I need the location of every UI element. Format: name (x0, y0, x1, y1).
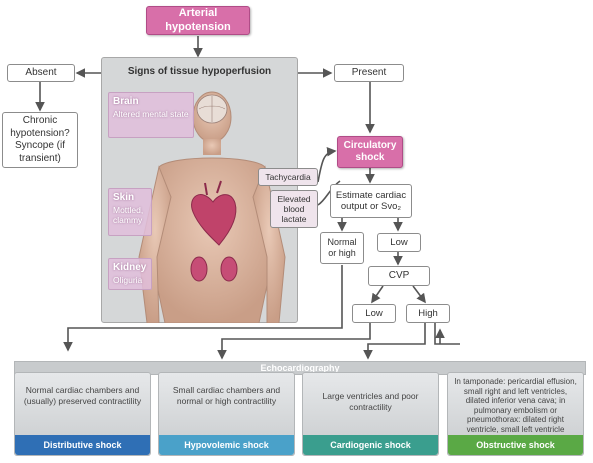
hypovolemic-label: Hypovolemic shock (159, 435, 294, 455)
right-kidney (220, 256, 238, 282)
brain-name: Brain (113, 96, 139, 107)
arrow-to-hypovolemic (217, 323, 371, 360)
cardiogenic-desc: Large ventricles and poor contractility (322, 391, 419, 412)
cvp-high-box: High (406, 304, 450, 323)
brain-desc: Altered mental state (113, 108, 189, 119)
obstructive-desc: In tamponade: pericardial effusion, smal… (454, 377, 577, 434)
arrow-to-cardiogenic (363, 323, 426, 360)
kidney-name: Kidney (113, 262, 147, 273)
echocardiography-band: Echocardiography (14, 361, 586, 375)
arrow-to-obstructive-h (434, 323, 460, 345)
tachycardia-box: Tachycardia (258, 168, 318, 186)
distributive-card: Normal cardiac chambers and (usually) pr… (14, 372, 151, 456)
kidney-label: Kidney Oliguria (108, 258, 152, 290)
cardiogenic-card: Large ventricles and poor contractility … (302, 372, 439, 456)
absent-box: Absent (7, 64, 75, 82)
cvp-low-box: Low (352, 304, 396, 323)
left-kidney (190, 256, 208, 282)
cvp-box: CVP (368, 266, 430, 286)
arrow-cvp-to-high (412, 285, 426, 304)
elevated-lactate-box: Elevated blood lactate (270, 190, 318, 228)
cardiogenic-label: Cardiogenic shock (303, 435, 438, 455)
signs-title: Signs of tissue hypoperfusion (127, 66, 272, 77)
heart-organ (191, 194, 237, 246)
skin-name: Skin (113, 192, 135, 203)
arrow-lactate-to-circulatory (317, 180, 341, 206)
low-output-box: Low (377, 233, 421, 252)
estimate-cardiac-output-box: Estimate cardiac output or Svo₂ (330, 184, 412, 218)
distributive-desc: Normal cardiac chambers and (usually) pr… (23, 385, 142, 406)
skin-label: Skin Mottled, clammy (108, 188, 152, 236)
arrow-cvp-to-low (371, 285, 384, 304)
kidney-desc: Oliguria (113, 274, 143, 285)
chronic-hypotension-box: Chronic hypotension? Syncope (if transie… (2, 112, 78, 168)
skin-desc: Mottled, clammy (113, 204, 144, 226)
obstructive-card: In tamponade: pericardial effusion, smal… (447, 372, 584, 456)
arterial-hypotension-box: Arterial hypotension (146, 6, 250, 35)
human-body-illustration (138, 91, 286, 323)
distributive-label: Distributive shock (15, 435, 150, 455)
present-box: Present (334, 64, 404, 82)
hypovolemic-desc: Small cardiac chambers and normal or hig… (172, 385, 281, 406)
echo-title: Echocardiography (260, 363, 340, 373)
arrow-to-distributive (63, 265, 343, 352)
circulatory-shock-box: Circulatory shock (337, 136, 403, 168)
brain-label: Brain Altered mental state (108, 92, 194, 138)
arrow-tachy-to-circulatory (317, 146, 337, 183)
obstructive-label: Obstructive shock (448, 435, 583, 455)
hypovolemic-card: Small cardiac chambers and normal or hig… (158, 372, 295, 456)
normal-or-high-box: Normal or high (320, 232, 364, 264)
